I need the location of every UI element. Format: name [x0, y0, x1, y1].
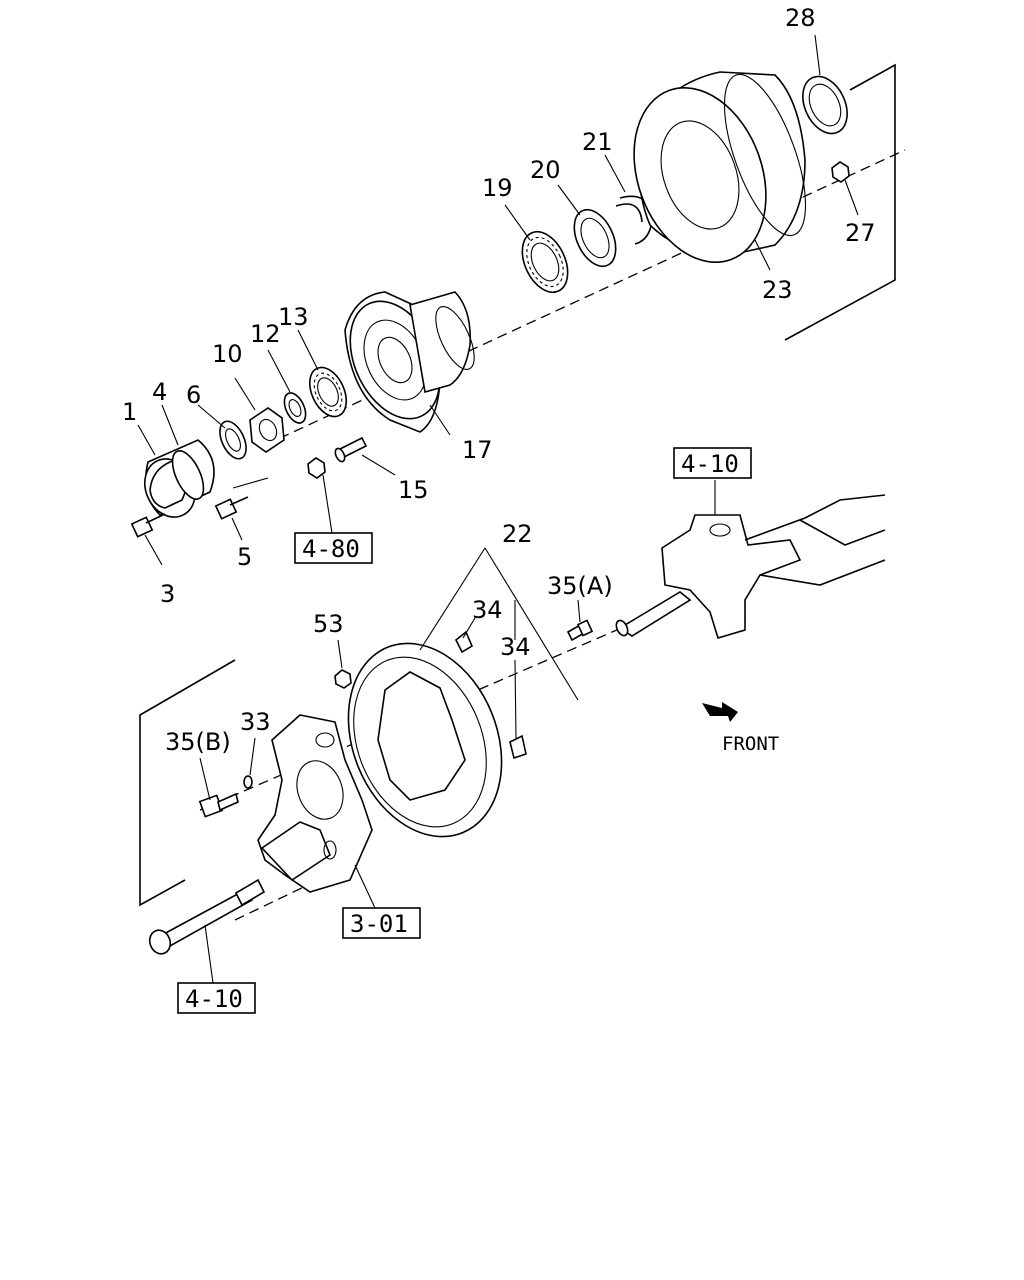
ref-4-10-bottom-label: 4-10: [185, 985, 243, 1013]
part-28-seal: [802, 75, 848, 135]
part-33-washer: [243, 775, 253, 789]
label-28: 28: [785, 4, 816, 32]
front-arrow-icon: [702, 702, 738, 722]
part-12-washer: [283, 392, 307, 424]
label-35b: 35(B): [165, 728, 231, 756]
hub-cap: [144, 439, 215, 518]
label-19: 19: [482, 174, 513, 202]
part-27-nut: [831, 161, 850, 183]
label-53: 53: [313, 610, 344, 638]
label-34-upper: 34: [472, 596, 503, 624]
part-15-stud: [334, 436, 368, 463]
part-34-clip-upper: [454, 630, 474, 654]
leader-lines: [137, 34, 859, 984]
part-53-nut: [334, 669, 352, 689]
label-20: 20: [530, 156, 561, 184]
label-4: 4: [152, 378, 167, 406]
part-35b-bolt: [198, 792, 239, 818]
part-34-clip-lower: [509, 734, 527, 760]
label-35a: 35(A): [547, 572, 613, 600]
label-5: 5: [237, 543, 252, 571]
lower-group-bracket: [139, 659, 236, 907]
label-33: 33: [240, 708, 271, 736]
ref-box-3-01[interactable]: 3-01: [342, 907, 421, 939]
part-22-backing-plate: [347, 642, 503, 838]
label-23: 23: [762, 276, 793, 304]
ref-4-80-label: 4-80: [302, 535, 360, 563]
label-15: 15: [398, 476, 429, 504]
label-3: 3: [160, 580, 175, 608]
caliper-bracket: [257, 714, 373, 893]
front-indicator: FRONT: [702, 702, 779, 755]
label-13: 13: [278, 303, 309, 331]
part-6-gasket: [219, 420, 247, 460]
label-12: 12: [250, 320, 281, 348]
ref-3-01-label: 3-01: [350, 910, 408, 938]
part-3-bolt: [130, 513, 166, 538]
label-34-lower: 34: [500, 633, 531, 661]
ref-4-10-top-label: 4-10: [681, 450, 739, 478]
label-17: 17: [462, 436, 493, 464]
part-17-hub: [344, 291, 475, 433]
front-label: FRONT: [722, 733, 779, 755]
ref-box-4-80[interactable]: 4-80: [294, 532, 373, 564]
label-6: 6: [186, 381, 201, 409]
hub-nut: [307, 457, 326, 479]
ref-box-4-10-bottom[interactable]: 4-10: [177, 982, 256, 1014]
part-5-bolt: [214, 496, 249, 520]
label-27: 27: [845, 219, 876, 247]
part-19-bearing: [521, 230, 569, 294]
label-10: 10: [212, 340, 243, 368]
upper-group-bracket: [784, 63, 896, 341]
part-10-nut: [249, 407, 285, 453]
label-22: 22: [502, 520, 533, 548]
label-1: 1: [122, 398, 137, 426]
steering-knuckle: [615, 494, 886, 639]
part-23-brake-drum: [633, 71, 807, 263]
ref-box-4-10-top[interactable]: 4-10: [673, 447, 752, 479]
label-21: 21: [582, 128, 613, 156]
part-35a-bolt: [566, 619, 594, 642]
long-bolt: [148, 878, 266, 955]
part-13-bearing: [309, 366, 347, 418]
callout-labels: 1 4 6 10 12 13 17 15 19 20 21 23 28 27 3…: [122, 4, 876, 756]
part-20-seal: [573, 208, 617, 268]
